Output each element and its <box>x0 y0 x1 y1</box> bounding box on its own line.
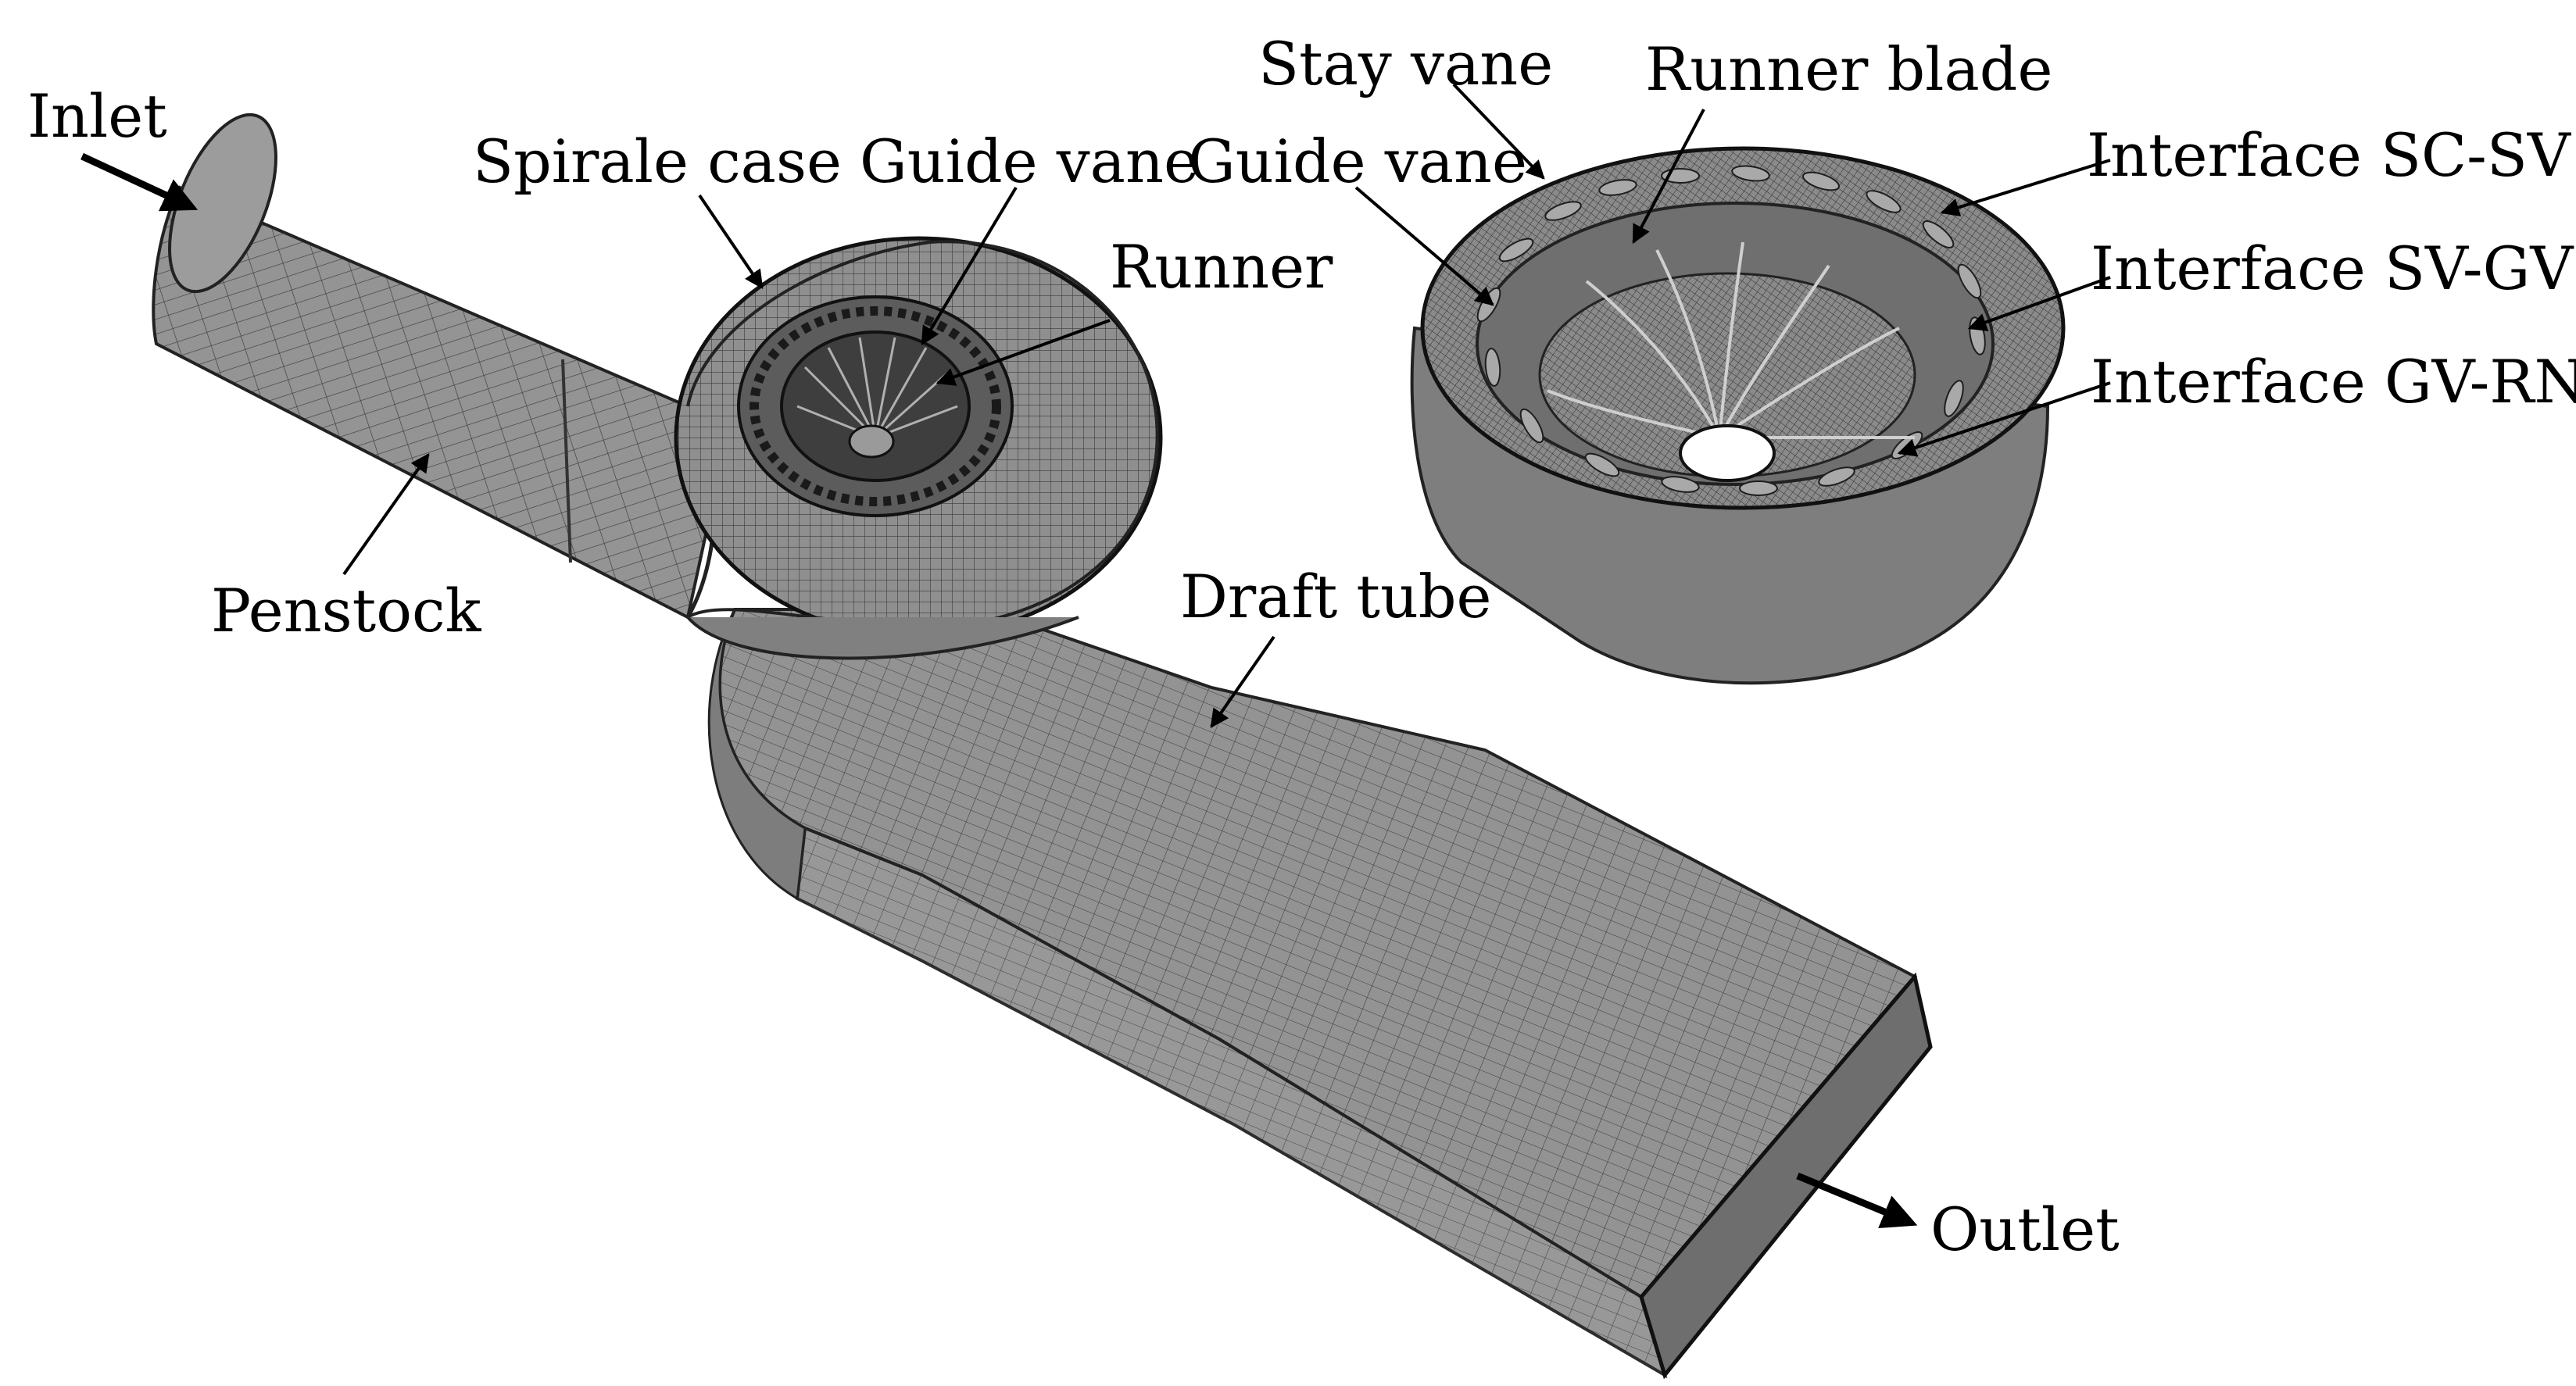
draft-tube-shape <box>707 608 1933 1380</box>
spirale-case-leader <box>698 194 764 289</box>
label-stay-vane: Stay vane <box>1258 29 1553 98</box>
label-interface-sv-gv: Interface SV-GV <box>2091 234 2574 303</box>
label-interface-sc-sv: Interface SC-SV <box>2087 120 2571 190</box>
label-runner: Runner <box>1110 232 1333 302</box>
label-penstock: Penstock <box>211 576 482 645</box>
inlet-arrow <box>80 152 199 212</box>
label-draft-tube: Draft tube <box>1180 562 1492 631</box>
outlet-arrow <box>1796 1172 1918 1229</box>
guide-vane-left-leader <box>921 186 1018 346</box>
label-runner-blade: Runner blade <box>1645 34 2052 104</box>
label-inlet: Inlet <box>27 81 167 151</box>
label-outlet: Outlet <box>1930 1195 2120 1264</box>
guide-vane-right-leader <box>1354 186 1494 306</box>
label-guide-vane-left: Guide vane <box>860 127 1199 196</box>
label-spirale-case: Spirale case <box>473 127 842 196</box>
interface-gv-rn-leader <box>1897 381 2111 457</box>
spiral-case-shape <box>674 236 1163 660</box>
label-interface-gv-rn: Interface GV-RN <box>2091 347 2576 416</box>
full-turbine-model <box>152 113 1933 1380</box>
runner-blade-leader <box>1632 109 1705 245</box>
runner-leader <box>936 319 1111 386</box>
runner-detail-model <box>1410 146 2066 685</box>
penstock-leader <box>342 453 430 576</box>
leader-lines <box>80 83 2111 1229</box>
label-guide-vane-right: Guide vane <box>1188 127 1527 196</box>
draft-tube-leader <box>1210 635 1275 728</box>
interface-sc-sv-leader <box>1940 159 2111 217</box>
labels: Inlet Penstock Spirale case Guide vane R… <box>27 29 2576 1264</box>
interface-sv-gv-leader <box>1967 276 2111 331</box>
stay-vane-leader <box>1452 83 1545 180</box>
